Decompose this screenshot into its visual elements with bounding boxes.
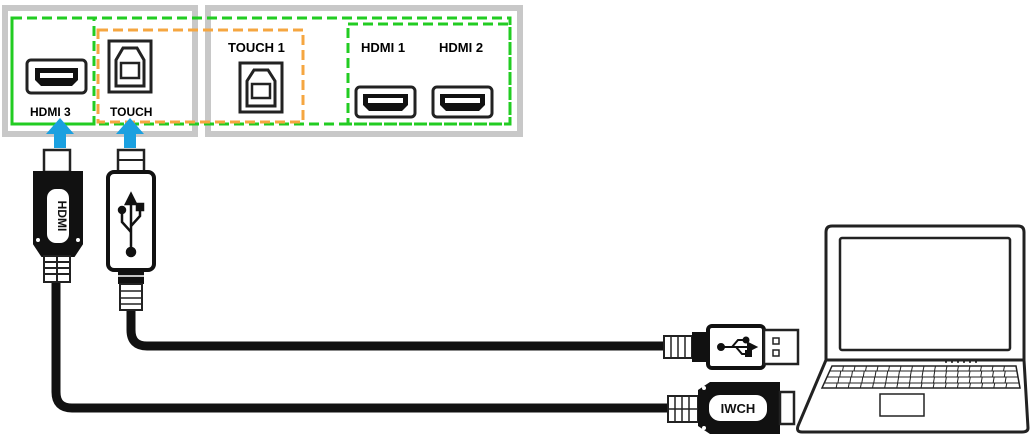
- keyboard-key-divider: [853, 365, 856, 372]
- keyboard-key-divider: [847, 382, 850, 389]
- usb-symbol-icon: [717, 336, 759, 357]
- keyboard-key-divider: [957, 365, 959, 372]
- keyboard-key-divider: [909, 370, 912, 378]
- keyboard-key-divider: [934, 365, 936, 372]
- keyboard-key-divider: [945, 370, 947, 378]
- laptop-icon: [796, 224, 1030, 434]
- usb-a-plug-icon: [663, 324, 800, 370]
- keyboard-key-divider: [859, 382, 862, 389]
- keyboard-key-divider: [991, 365, 994, 372]
- usb-b-plug-icon: [106, 148, 156, 311]
- keyboard-key-divider: [908, 382, 911, 389]
- hdmi-plug-text: HDMI: [55, 201, 69, 232]
- hdmi3-port: HDMI 3: [25, 58, 88, 119]
- hdmi3-label: HDMI 3: [30, 105, 71, 119]
- panel-left: [2, 5, 198, 137]
- keyboard-key-divider: [862, 370, 865, 378]
- hdmi-plug-icon: HDMI: [33, 148, 83, 283]
- keyboard-key-divider: [897, 376, 900, 384]
- keyboard-key-divider: [992, 376, 995, 384]
- hdmi2-label: HDMI 2: [439, 40, 483, 55]
- keyboard-key-divider: [921, 376, 923, 384]
- keyboard-key-divider: [980, 365, 982, 372]
- touch-port: TOUCH: [107, 39, 153, 119]
- keyboard-key-divider: [885, 376, 888, 384]
- keyboard-key-divider: [876, 365, 879, 372]
- keyboard-key-divider: [969, 382, 971, 389]
- keyboard-key-divider: [993, 382, 996, 389]
- port-panel: [2, 5, 523, 137]
- keyboard-key-divider: [898, 370, 900, 378]
- keyboard-key-divider: [886, 370, 889, 378]
- keyboard-key-divider: [944, 382, 947, 389]
- touch1-label: TOUCH 1: [228, 40, 285, 55]
- keyboard-key-divider: [956, 382, 959, 389]
- keyboard-key-divider: [839, 370, 842, 378]
- keyboard-key-divider: [899, 365, 902, 372]
- hdmi-plug-text-horizontal: IWCH: [721, 401, 756, 416]
- touch-label: TOUCH: [110, 105, 152, 119]
- keyboard-key-divider: [992, 370, 994, 378]
- keyboard-key-divider: [956, 370, 959, 378]
- keyboard-key-divider: [933, 370, 936, 378]
- keyboard-key-divider: [1003, 365, 1005, 372]
- keyboard-key-divider: [968, 365, 971, 372]
- usb-cable: [126, 310, 668, 351]
- keyboard-key-divider: [932, 376, 935, 384]
- keyboard-key-divider: [922, 365, 925, 372]
- keyboard-key-divider: [849, 376, 852, 384]
- hdmi3-outline: [10, 16, 96, 126]
- keyboard-key-divider: [968, 376, 971, 384]
- keyboard-key-divider: [1004, 376, 1007, 384]
- arrow-up-icon: [116, 118, 144, 148]
- keyboard-key-divider: [920, 382, 923, 389]
- keyboard-key-divider: [968, 370, 971, 378]
- keyboard-key-divider: [865, 365, 867, 372]
- keyboard-key-divider: [837, 376, 840, 384]
- hdmi-cable: [51, 280, 672, 413]
- keyboard-key-divider: [909, 376, 912, 384]
- keyboard-key-divider: [980, 370, 983, 378]
- keyboard-key-divider: [980, 376, 983, 384]
- keyboard-key-divider: [888, 365, 890, 372]
- arrow-up-icon: [46, 118, 74, 148]
- laptop-touchpad: [879, 393, 925, 417]
- hdmi1-port: HDMI 1: [354, 40, 417, 119]
- keyboard-key-divider: [1005, 382, 1008, 389]
- usb-symbol-icon: [117, 191, 145, 258]
- keyboard-key-divider: [944, 376, 947, 384]
- keyboard-key-divider: [945, 365, 948, 372]
- keyboard-key-divider: [835, 382, 838, 389]
- hdmi-plug-icon: IWCH: [667, 382, 796, 434]
- keyboard-key-divider: [896, 382, 899, 389]
- keyboard-key-divider: [872, 382, 874, 389]
- keyboard-key-divider: [921, 370, 924, 378]
- hdmi2-port: HDMI 2: [431, 40, 494, 119]
- keyboard-key-divider: [911, 365, 913, 372]
- hdmi12-outline: [346, 22, 512, 126]
- keyboard-key-divider: [884, 382, 887, 389]
- keyboard-key-divider: [932, 382, 935, 389]
- panel-right: [205, 5, 523, 137]
- touch-group-outline: [96, 28, 305, 124]
- keyboard-key-divider: [842, 365, 844, 372]
- touch1-port: TOUCH 1: [228, 40, 285, 114]
- keyboard-key-divider: [861, 376, 864, 384]
- laptop-screen: [838, 236, 1012, 352]
- keyboard-key-divider: [956, 376, 959, 384]
- hdmi1-label: HDMI 1: [361, 40, 405, 55]
- keyboard-key-divider: [873, 376, 876, 384]
- keyboard-key-divider: [874, 370, 877, 378]
- keyboard-key-divider: [1003, 370, 1006, 378]
- keyboard-key-divider: [981, 382, 984, 389]
- keyboard-key-divider: [851, 370, 853, 378]
